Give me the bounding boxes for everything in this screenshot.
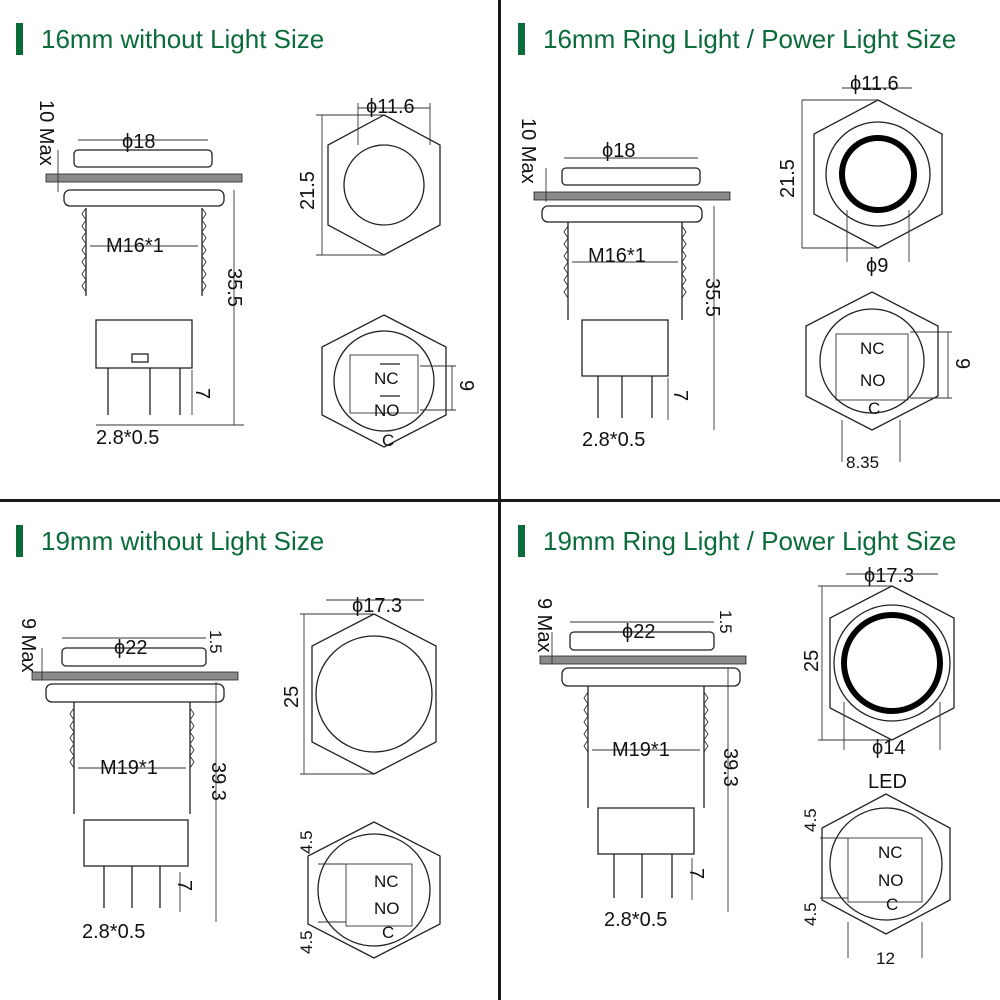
head-height-label: 1.5 [206, 630, 225, 654]
hex-height-label: 25 [801, 650, 823, 672]
dimension-drawing: 10 Max ϕ18 M16*1 35.5 7 2.8*0.5 ϕ11.6 21… [35, 96, 477, 450]
title-accent-bar [16, 525, 23, 557]
length-label: 35.5 [223, 268, 245, 307]
thread-label: M19*1 [612, 739, 670, 761]
top-diameter-label: ϕ11.6 [366, 96, 415, 118]
max-height-label: 10 Max [517, 118, 539, 184]
pin-span-label: 9 [455, 380, 477, 391]
thread-label: M19*1 [100, 757, 158, 779]
no-label: NO [374, 401, 400, 420]
panel-title: 16mm Ring Light / Power Light Size [518, 20, 956, 58]
panel-title-text: 19mm Ring Light / Power Light Size [543, 525, 957, 556]
no-label: NO [860, 371, 886, 390]
head-diameter-label: ϕ18 [602, 140, 635, 162]
pin-size-label: 2.8*0.5 [82, 921, 145, 943]
length-label: 39.3 [719, 748, 741, 787]
hex-height-label: 21.5 [777, 159, 799, 198]
title-accent-bar [518, 525, 525, 557]
ring-diameter-label: ϕ9 [866, 255, 888, 277]
horizontal-divider [0, 499, 1000, 502]
dimension-drawing: 10 Max ϕ18 M16*1 35.5 7 2.8*0.5 ϕ11.6 21… [517, 73, 973, 472]
dimension-lines [41, 637, 217, 922]
bottom-view [820, 793, 951, 958]
pin-span-label: 9 [951, 358, 973, 369]
top-view [316, 103, 441, 256]
panel-title-text: 19mm without Light Size [41, 525, 325, 556]
side-view [31, 647, 239, 908]
spacing-bottom-label: 4.5 [297, 930, 316, 954]
nc-label: NC [860, 339, 885, 358]
side-view [533, 167, 731, 418]
no-label: NO [878, 871, 904, 890]
c-label: C [868, 399, 880, 418]
thread-label: M16*1 [588, 245, 646, 267]
bottom-view [321, 314, 456, 448]
pin-size-label: 2.8*0.5 [582, 429, 645, 451]
max-height-label: 10 Max [35, 100, 57, 166]
c-label: C [382, 431, 394, 450]
hex-height-label: 25 [281, 686, 303, 708]
thread-label: M16*1 [106, 235, 164, 257]
led-label: LED [868, 771, 907, 793]
spacing-top-label: 4.5 [297, 830, 316, 854]
pin-length-label: 7 [685, 868, 707, 879]
panel-title-text: 16mm without Light Size [41, 23, 325, 54]
panel-title: 19mm without Light Size [16, 522, 324, 560]
length-label: 35.5 [701, 278, 723, 317]
top-diameter-label: ϕ17.3 [352, 595, 402, 617]
bottom-width-label: 8.35 [846, 453, 879, 472]
nc-label: NC [374, 872, 399, 891]
spacing-bottom-label: 4.5 [801, 902, 820, 926]
head-height-label: 1.5 [716, 610, 735, 634]
max-height-label: 9 Max [17, 618, 39, 672]
c-label: C [382, 923, 394, 942]
length-label: 39.3 [207, 762, 229, 801]
panel-title-text: 16mm Ring Light / Power Light Size [543, 23, 957, 54]
panel-16mm-ring-light: 16mm Ring Light / Power Light Size 10 Ma… [502, 0, 1000, 498]
pin-size-label: 2.8*0.5 [604, 909, 667, 931]
hex-height-label: 21.5 [297, 171, 319, 210]
top-diameter-label: ϕ11.6 [850, 73, 899, 95]
dimension-lines [551, 621, 729, 912]
head-diameter-label: ϕ18 [122, 131, 155, 153]
bottom-width-label: 12 [876, 949, 895, 968]
title-accent-bar [16, 23, 23, 55]
bottom-view [307, 821, 441, 959]
pin-length-label: 7 [173, 880, 195, 891]
dimension-drawing: 9 Max ϕ22 1.5 M19*1 39.3 7 2.8*0.5 ϕ17.3… [533, 565, 955, 968]
side-view [45, 149, 243, 415]
nc-label: NC [374, 369, 399, 388]
top-view [818, 573, 955, 750]
panel-16mm-without-light: 16mm without Light Size 10 Max ϕ18 M16*1… [0, 0, 498, 498]
title-accent-bar [518, 23, 525, 55]
c-label: C [886, 895, 898, 914]
spacing-top-label: 4.5 [801, 808, 820, 832]
top-view [801, 87, 943, 262]
panel-19mm-without-light: 19mm without Light Size 9 Max ϕ22 1.5 M1… [0, 502, 498, 1000]
dimension-lines [545, 157, 715, 430]
side-view [539, 631, 747, 898]
head-diameter-label: ϕ22 [622, 621, 655, 643]
ring-diameter-label: ϕ14 [872, 737, 905, 759]
panel-19mm-ring-light: 19mm Ring Light / Power Light Size 9 Max… [502, 502, 1000, 1000]
top-diameter-label: ϕ17.3 [864, 565, 914, 587]
dimension-drawing: 9 Max ϕ22 1.5 M19*1 39.3 7 2.8*0.5 ϕ17.3… [17, 595, 441, 959]
no-label: NO [374, 899, 400, 918]
panel-title: 16mm without Light Size [16, 20, 324, 58]
pin-length-label: 7 [191, 388, 213, 399]
dimension-lines [57, 139, 244, 426]
top-view [300, 599, 437, 775]
max-height-label: 9 Max [533, 598, 555, 652]
bottom-view [805, 291, 952, 462]
pin-size-label: 2.8*0.5 [96, 427, 159, 449]
panel-title: 19mm Ring Light / Power Light Size [518, 522, 956, 560]
nc-label: NC [878, 843, 903, 862]
pin-length-label: 7 [669, 390, 691, 401]
head-diameter-label: ϕ22 [114, 637, 147, 659]
